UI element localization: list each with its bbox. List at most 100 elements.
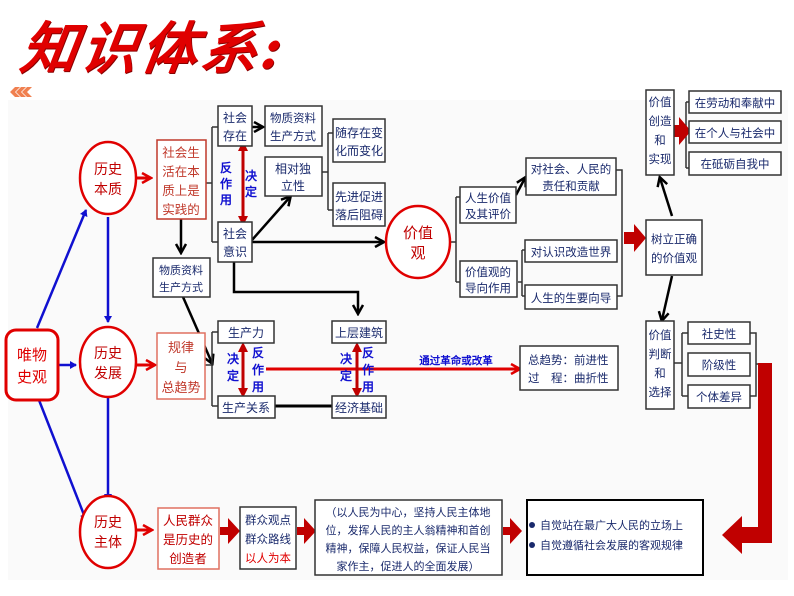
- box-relative-independence[interactable]: 相对独 立性: [264, 156, 323, 197]
- label-decide-2: 决 定: [227, 351, 240, 383]
- box-conclusions[interactable]: 自觉站在最广大人民的立场上 自觉遵循社会发展的客观规律: [526, 499, 704, 576]
- box-responsibility[interactable]: 对社会、人民的 责任和贡献: [525, 157, 617, 196]
- arrow-root-essence: [35, 209, 88, 329]
- box-mass-view[interactable]: 群众观点 群众路线 以人为本: [239, 506, 297, 570]
- box-guiding-role[interactable]: 价值观的 导向作用: [459, 260, 518, 298]
- svg-text:过 程：曲折性: 过 程：曲折性: [528, 371, 609, 385]
- box-material-mode[interactable]: 物质资料 生产方式: [152, 257, 211, 298]
- box-law-trend[interactable]: 规律 与 总趋势: [156, 332, 206, 400]
- judgment-item[interactable]: [687, 384, 751, 409]
- svg-text:决: 决: [340, 351, 353, 366]
- circle-values[interactable]: 价值 观: [384, 204, 452, 280]
- svg-text:实践的: 实践的: [162, 202, 200, 217]
- root-line-1: 唯物: [17, 346, 47, 364]
- arrow-to-establish: [624, 224, 646, 252]
- arrow-consciousness-superstructure: [232, 262, 358, 313]
- arrow-massview-people: [297, 518, 316, 544]
- box-productive-forces[interactable]: 生产力: [217, 320, 275, 344]
- box-being-material[interactable]: 物质资料 生产方式: [264, 105, 323, 147]
- box-superstructure[interactable]: 上层建筑: [331, 320, 387, 344]
- box-life-guide[interactable]: 人生的生要向导: [524, 284, 618, 310]
- svg-text:家作主，促进人的全面发展）: 家作主，促进人的全面发展）: [337, 559, 480, 573]
- box-economic-base[interactable]: 经济基础: [331, 395, 387, 419]
- svg-text:群众路线: 群众路线: [245, 532, 291, 546]
- circle-history-essence[interactable]: 历史 本质: [78, 140, 138, 216]
- creation-item[interactable]: [688, 90, 782, 114]
- svg-text:观: 观: [410, 244, 425, 262]
- arrow-establish-judgment: [662, 275, 674, 320]
- svg-text:存在: 存在: [223, 129, 247, 143]
- box-world[interactable]: 对认识改造世界: [524, 239, 618, 263]
- label-react-3: 反 作 用: [361, 345, 374, 394]
- box-practice[interactable]: 社会生 活在本 质上是 实践的: [156, 139, 207, 220]
- svg-text:历史: 历史: [94, 162, 122, 178]
- decorative-chevrons-icon: [10, 87, 32, 97]
- svg-text:用: 用: [251, 380, 264, 394]
- label-decide-3: 决 定: [340, 351, 353, 383]
- box-advanced-backward[interactable]: 先进促进 落后阻碍: [332, 182, 386, 227]
- root-node[interactable]: 唯物 史观: [4, 328, 60, 402]
- box-life-value[interactable]: 人生价值 及其评价: [459, 186, 517, 224]
- judgment-item[interactable]: [687, 352, 751, 377]
- box-value-judgment[interactable]: 价值 判断 和 选择: [645, 320, 675, 410]
- circle-history-subject[interactable]: 历史 主体: [78, 494, 138, 570]
- svg-text:对社会、人民的: 对社会、人民的: [531, 162, 612, 176]
- box-people-centered[interactable]: （以人民为中心，坚持人民主体地 位，发挥人民的主人翁精神和首创 精神，保障人民权…: [314, 499, 503, 576]
- arrow-judgment-conclusions: [722, 363, 772, 554]
- svg-text:价值观的: 价值观的: [465, 265, 511, 279]
- svg-text:先进促进: 先进促进: [335, 190, 383, 204]
- svg-text:位，发挥人民的主人翁精神和首创: 位，发挥人民的主人翁精神和首创: [326, 523, 491, 537]
- label-react-2: 反 作 用: [251, 345, 264, 394]
- svg-text:规律: 规律: [168, 341, 194, 356]
- arrow-root-subject: [35, 394, 88, 521]
- svg-text:个体差异: 个体差异: [696, 390, 742, 404]
- svg-text:人生的生要向导: 人生的生要向导: [531, 291, 612, 305]
- svg-text:树立正确: 树立正确: [651, 232, 697, 246]
- svg-text:反: 反: [252, 345, 264, 360]
- svg-text:价值: 价值: [403, 224, 433, 242]
- arrow-masses-massview: [220, 518, 240, 544]
- svg-text:定: 定: [245, 184, 257, 199]
- svg-text:生产方式: 生产方式: [159, 280, 203, 294]
- svg-text:社会: 社会: [223, 226, 247, 241]
- svg-text:用: 用: [361, 380, 374, 394]
- box-changes-with-being[interactable]: 随存在变 化而变化: [332, 118, 386, 163]
- svg-text:反: 反: [220, 160, 232, 175]
- svg-text:社会: 社会: [223, 110, 247, 125]
- svg-text:导向作用: 导向作用: [465, 281, 511, 295]
- creation-item[interactable]: [688, 120, 782, 144]
- svg-text:立性: 立性: [281, 178, 305, 193]
- svg-text:生产关系: 生产关系: [222, 401, 270, 415]
- circle-history-development[interactable]: 历史 发展: [78, 325, 138, 399]
- svg-text:意识: 意识: [223, 244, 247, 259]
- svg-text:生产力: 生产力: [228, 326, 264, 340]
- arrow-creation-items: [673, 117, 691, 145]
- svg-text:社史性: 社史性: [702, 327, 737, 341]
- svg-text:活在本: 活在本: [162, 164, 200, 179]
- svg-text:（以人民为中心，坚持人民主体地: （以人民为中心，坚持人民主体地: [326, 505, 491, 519]
- judgment-item[interactable]: [687, 321, 751, 345]
- svg-text:自觉站在最广大人民的立场上: 自觉站在最广大人民的立场上: [540, 518, 683, 532]
- svg-text:精神，保障人民权益，保证人民当: 精神，保障人民权益，保证人民当: [326, 541, 491, 555]
- svg-text:实现: 实现: [649, 152, 672, 166]
- svg-text:决: 决: [245, 168, 258, 183]
- box-masses-creators[interactable]: 人民群众 是历史的 创造者: [157, 507, 220, 570]
- root-line-2: 史观: [17, 368, 47, 386]
- svg-text:对认识改造世界: 对认识改造世界: [531, 245, 612, 259]
- svg-text:以人为本: 以人为本: [245, 551, 291, 565]
- svg-text:群众观点: 群众观点: [245, 513, 291, 527]
- svg-text:落后阻碍: 落后阻碍: [335, 208, 383, 222]
- box-social-being[interactable]: 社会 存在: [217, 105, 253, 147]
- svg-text:质上是: 质上是: [162, 183, 200, 198]
- box-relations-of-production[interactable]: 生产关系: [217, 395, 276, 419]
- svg-text:作: 作: [220, 176, 232, 191]
- box-value-creation[interactable]: 价值 创造 和 实现: [645, 89, 675, 176]
- box-establish-values[interactable]: 树立正确 的价值观: [645, 219, 703, 276]
- box-social-consciousness[interactable]: 社会 意识: [217, 221, 253, 263]
- svg-text:在砥砺自我中: 在砥砺自我中: [701, 157, 770, 171]
- creation-item[interactable]: [688, 151, 782, 176]
- svg-text:和: 和: [654, 366, 666, 380]
- svg-text:经济基础: 经济基础: [335, 400, 383, 415]
- box-trend[interactable]: 总趋势：前进性 过 程：曲折性: [519, 345, 619, 391]
